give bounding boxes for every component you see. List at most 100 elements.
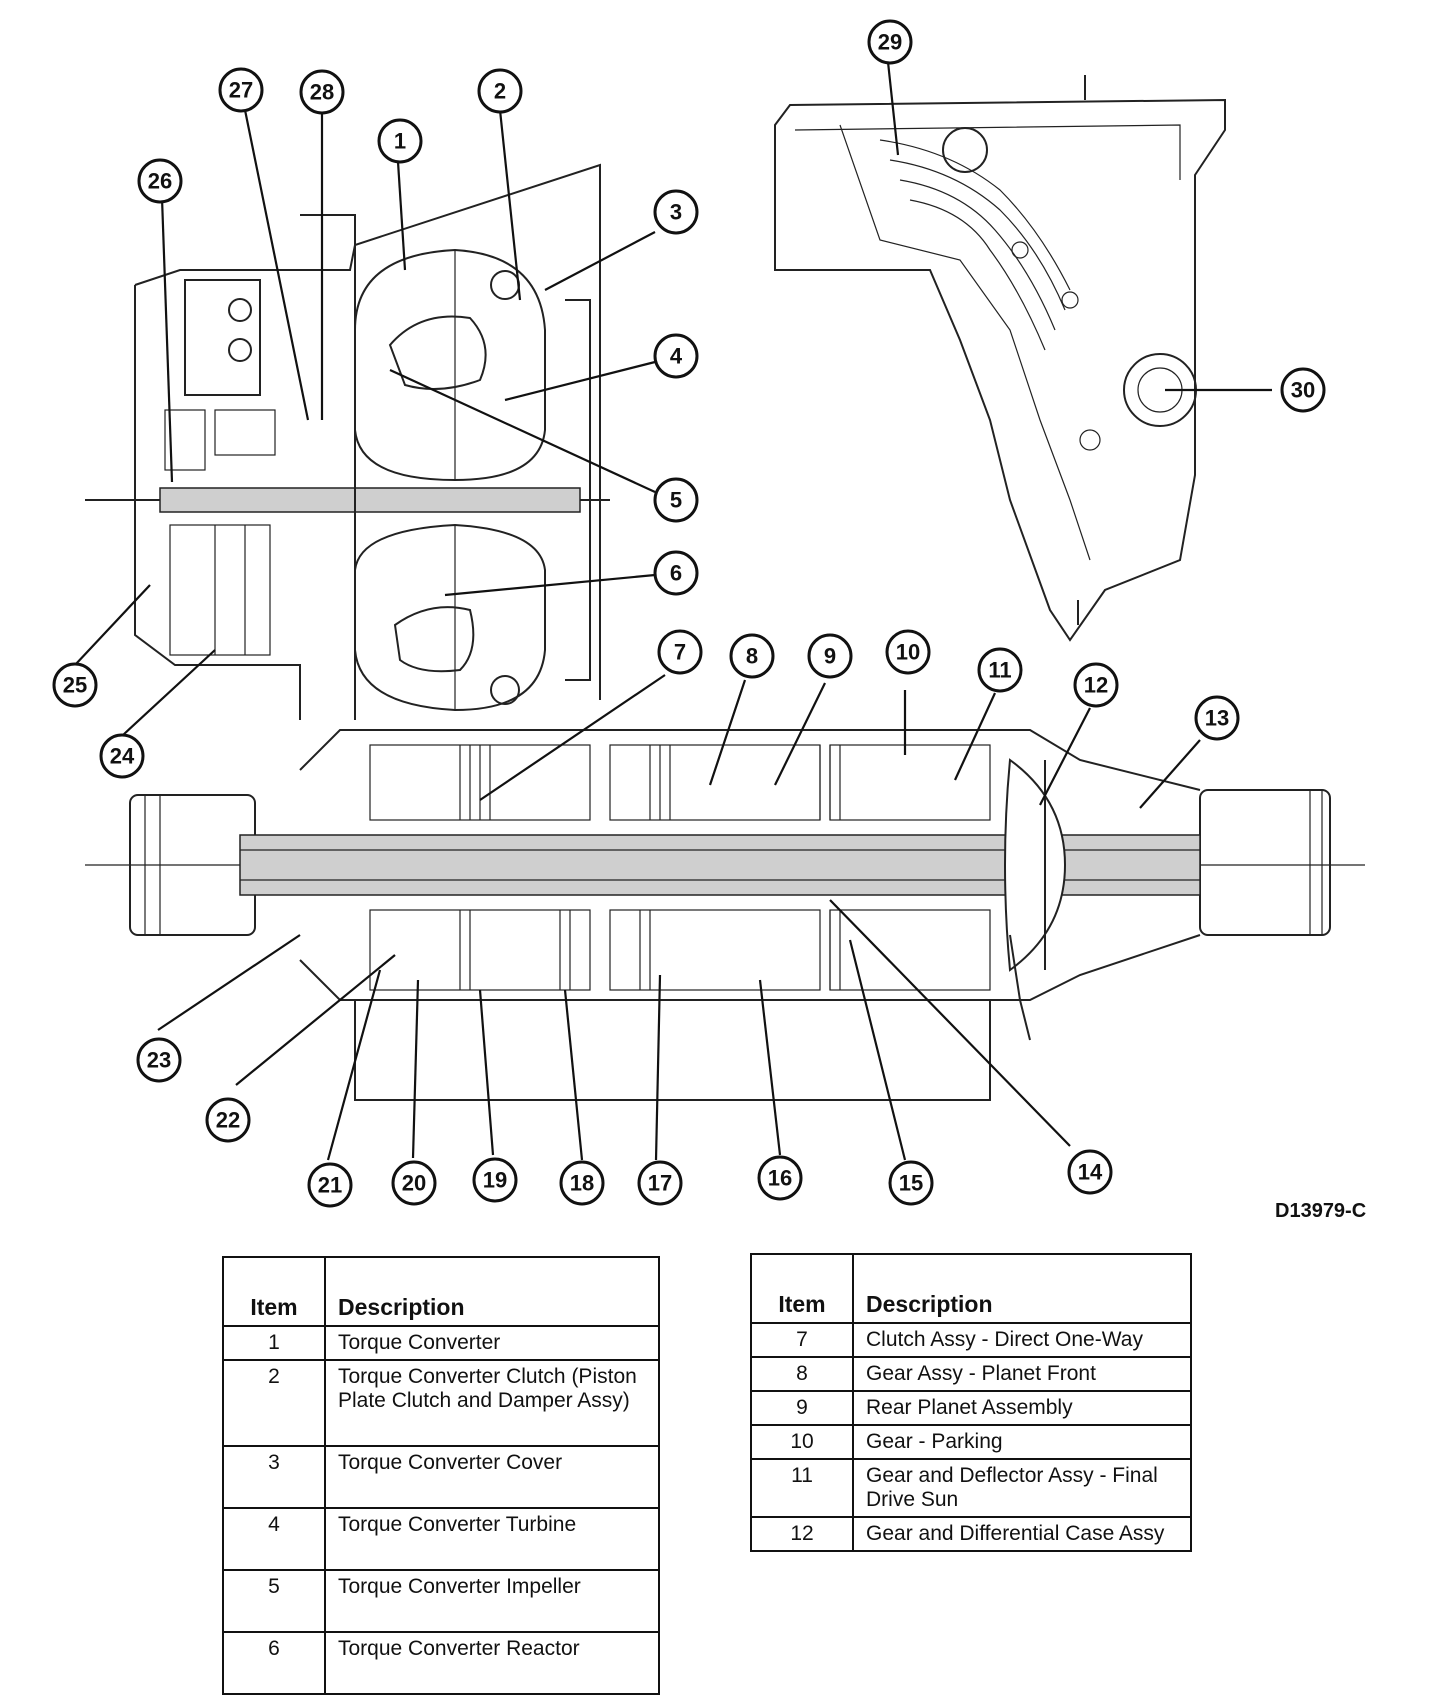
callouts: 1 2 3 4 5 6 7 8 9 10 11 12 13 14 15 16 1… [52, 19, 1326, 1208]
legend-row: 1 Torque Converter [222, 1325, 660, 1361]
legend-row: 3 Torque Converter Cover [222, 1445, 660, 1509]
item-header: Item [750, 1253, 854, 1324]
item-description: Gear - Parking [852, 1424, 1192, 1460]
legend-row: 8 Gear Assy - Planet Front [750, 1356, 1192, 1392]
svg-text:24: 24 [110, 744, 135, 769]
callout-17: 17 [637, 1160, 683, 1206]
callout-28: 28 [299, 69, 345, 115]
item-description: Torque Converter Cover [324, 1445, 660, 1509]
item-description: Rear Planet Assembly [852, 1390, 1192, 1426]
legend-row: 11 Gear and Deflector Assy - Final Drive… [750, 1458, 1192, 1518]
svg-text:13: 13 [1205, 706, 1229, 731]
callout-4: 4 [653, 333, 699, 379]
svg-text:9: 9 [824, 644, 836, 669]
callout-25: 25 [52, 662, 98, 708]
callout-21: 21 [307, 1162, 353, 1208]
item-number: 9 [750, 1390, 854, 1426]
svg-text:20: 20 [402, 1171, 426, 1196]
callout-10: 10 [885, 629, 931, 675]
legend-row: 10 Gear - Parking [750, 1424, 1192, 1460]
svg-text:28: 28 [310, 80, 334, 105]
item-number: 12 [750, 1516, 854, 1552]
callout-18: 18 [559, 1160, 605, 1206]
svg-text:21: 21 [318, 1173, 342, 1198]
callout-3: 3 [653, 189, 699, 235]
item-number: 5 [222, 1569, 326, 1633]
svg-text:10: 10 [896, 640, 920, 665]
item-description: Torque Converter Impeller [324, 1569, 660, 1633]
callout-2: 2 [477, 68, 523, 114]
svg-text:6: 6 [670, 561, 682, 586]
callout-29: 29 [867, 19, 913, 65]
callout-8: 8 [729, 633, 775, 679]
item-number: 10 [750, 1424, 854, 1460]
description-header: Description [324, 1256, 660, 1327]
svg-text:26: 26 [148, 169, 172, 194]
item-header: Item [222, 1256, 326, 1327]
item-description: Gear and Differential Case Assy [852, 1516, 1192, 1552]
callout-19: 19 [472, 1157, 518, 1203]
svg-text:11: 11 [988, 658, 1011, 683]
svg-text:22: 22 [216, 1108, 240, 1133]
callout-5: 5 [653, 477, 699, 523]
figure-id: D13979-C [1275, 1200, 1367, 1222]
svg-text:4: 4 [670, 344, 683, 369]
legend-row: 5 Torque Converter Impeller [222, 1569, 660, 1633]
callout-6: 6 [653, 550, 699, 596]
legend-header-row: Item Description [222, 1256, 660, 1327]
geartrain-section-drawing [85, 729, 1365, 1101]
leader-lines [74, 61, 1272, 1161]
svg-text:14: 14 [1078, 1160, 1103, 1185]
item-number: 4 [222, 1507, 326, 1571]
svg-text:1: 1 [394, 129, 406, 154]
callout-13: 13 [1194, 695, 1240, 741]
svg-text:5: 5 [670, 488, 682, 513]
item-number: 2 [222, 1359, 326, 1447]
svg-text:19: 19 [483, 1168, 507, 1193]
svg-text:2: 2 [494, 79, 506, 104]
svg-text:15: 15 [899, 1171, 923, 1196]
callout-11: 11 [977, 647, 1023, 693]
legend-row: 4 Torque Converter Turbine [222, 1507, 660, 1571]
callout-12: 12 [1073, 662, 1119, 708]
description-header: Description [852, 1253, 1192, 1324]
legend-header-row: Item Description [750, 1253, 1192, 1324]
item-description: Clutch Assy - Direct One-Way [852, 1322, 1192, 1358]
callout-16: 16 [757, 1155, 803, 1201]
item-number: 1 [222, 1325, 326, 1361]
svg-text:27: 27 [229, 78, 253, 103]
svg-text:29: 29 [878, 30, 902, 55]
item-number: 8 [750, 1356, 854, 1392]
callout-24: 24 [99, 733, 145, 779]
callout-27: 27 [218, 67, 264, 113]
svg-text:7: 7 [674, 640, 686, 665]
svg-text:12: 12 [1084, 673, 1108, 698]
callout-23: 23 [136, 1037, 182, 1083]
item-number: 3 [222, 1445, 326, 1509]
callout-7: 7 [657, 629, 703, 675]
legend-row: 6 Torque Converter Reactor [222, 1631, 660, 1695]
svg-text:23: 23 [147, 1048, 171, 1073]
svg-text:18: 18 [570, 1171, 594, 1196]
legend-table-right: Item Description 7 Clutch Assy - Direct … [750, 1253, 1192, 1552]
svg-text:30: 30 [1291, 378, 1315, 403]
item-description: Gear Assy - Planet Front [852, 1356, 1192, 1392]
svg-text:17: 17 [648, 1171, 672, 1196]
svg-text:3: 3 [670, 200, 682, 225]
callout-30: 30 [1280, 367, 1326, 413]
item-description: Torque Converter [324, 1325, 660, 1361]
callout-20: 20 [391, 1160, 437, 1206]
legend-row: 9 Rear Planet Assembly [750, 1390, 1192, 1426]
callout-1: 1 [377, 118, 423, 164]
svg-text:16: 16 [768, 1166, 792, 1191]
torque-converter-section-drawing [85, 163, 610, 720]
item-description: Torque Converter Turbine [324, 1507, 660, 1571]
legend-row: 2 Torque Converter Clutch (Piston Plate … [222, 1359, 660, 1447]
legend-row: 7 Clutch Assy - Direct One-Way [750, 1322, 1192, 1358]
valve-body-case-drawing [774, 75, 1226, 642]
callout-9: 9 [807, 633, 853, 679]
callout-26: 26 [137, 158, 183, 204]
svg-text:8: 8 [746, 644, 758, 669]
item-description: Torque Converter Reactor [324, 1631, 660, 1695]
callout-22: 22 [205, 1097, 251, 1143]
